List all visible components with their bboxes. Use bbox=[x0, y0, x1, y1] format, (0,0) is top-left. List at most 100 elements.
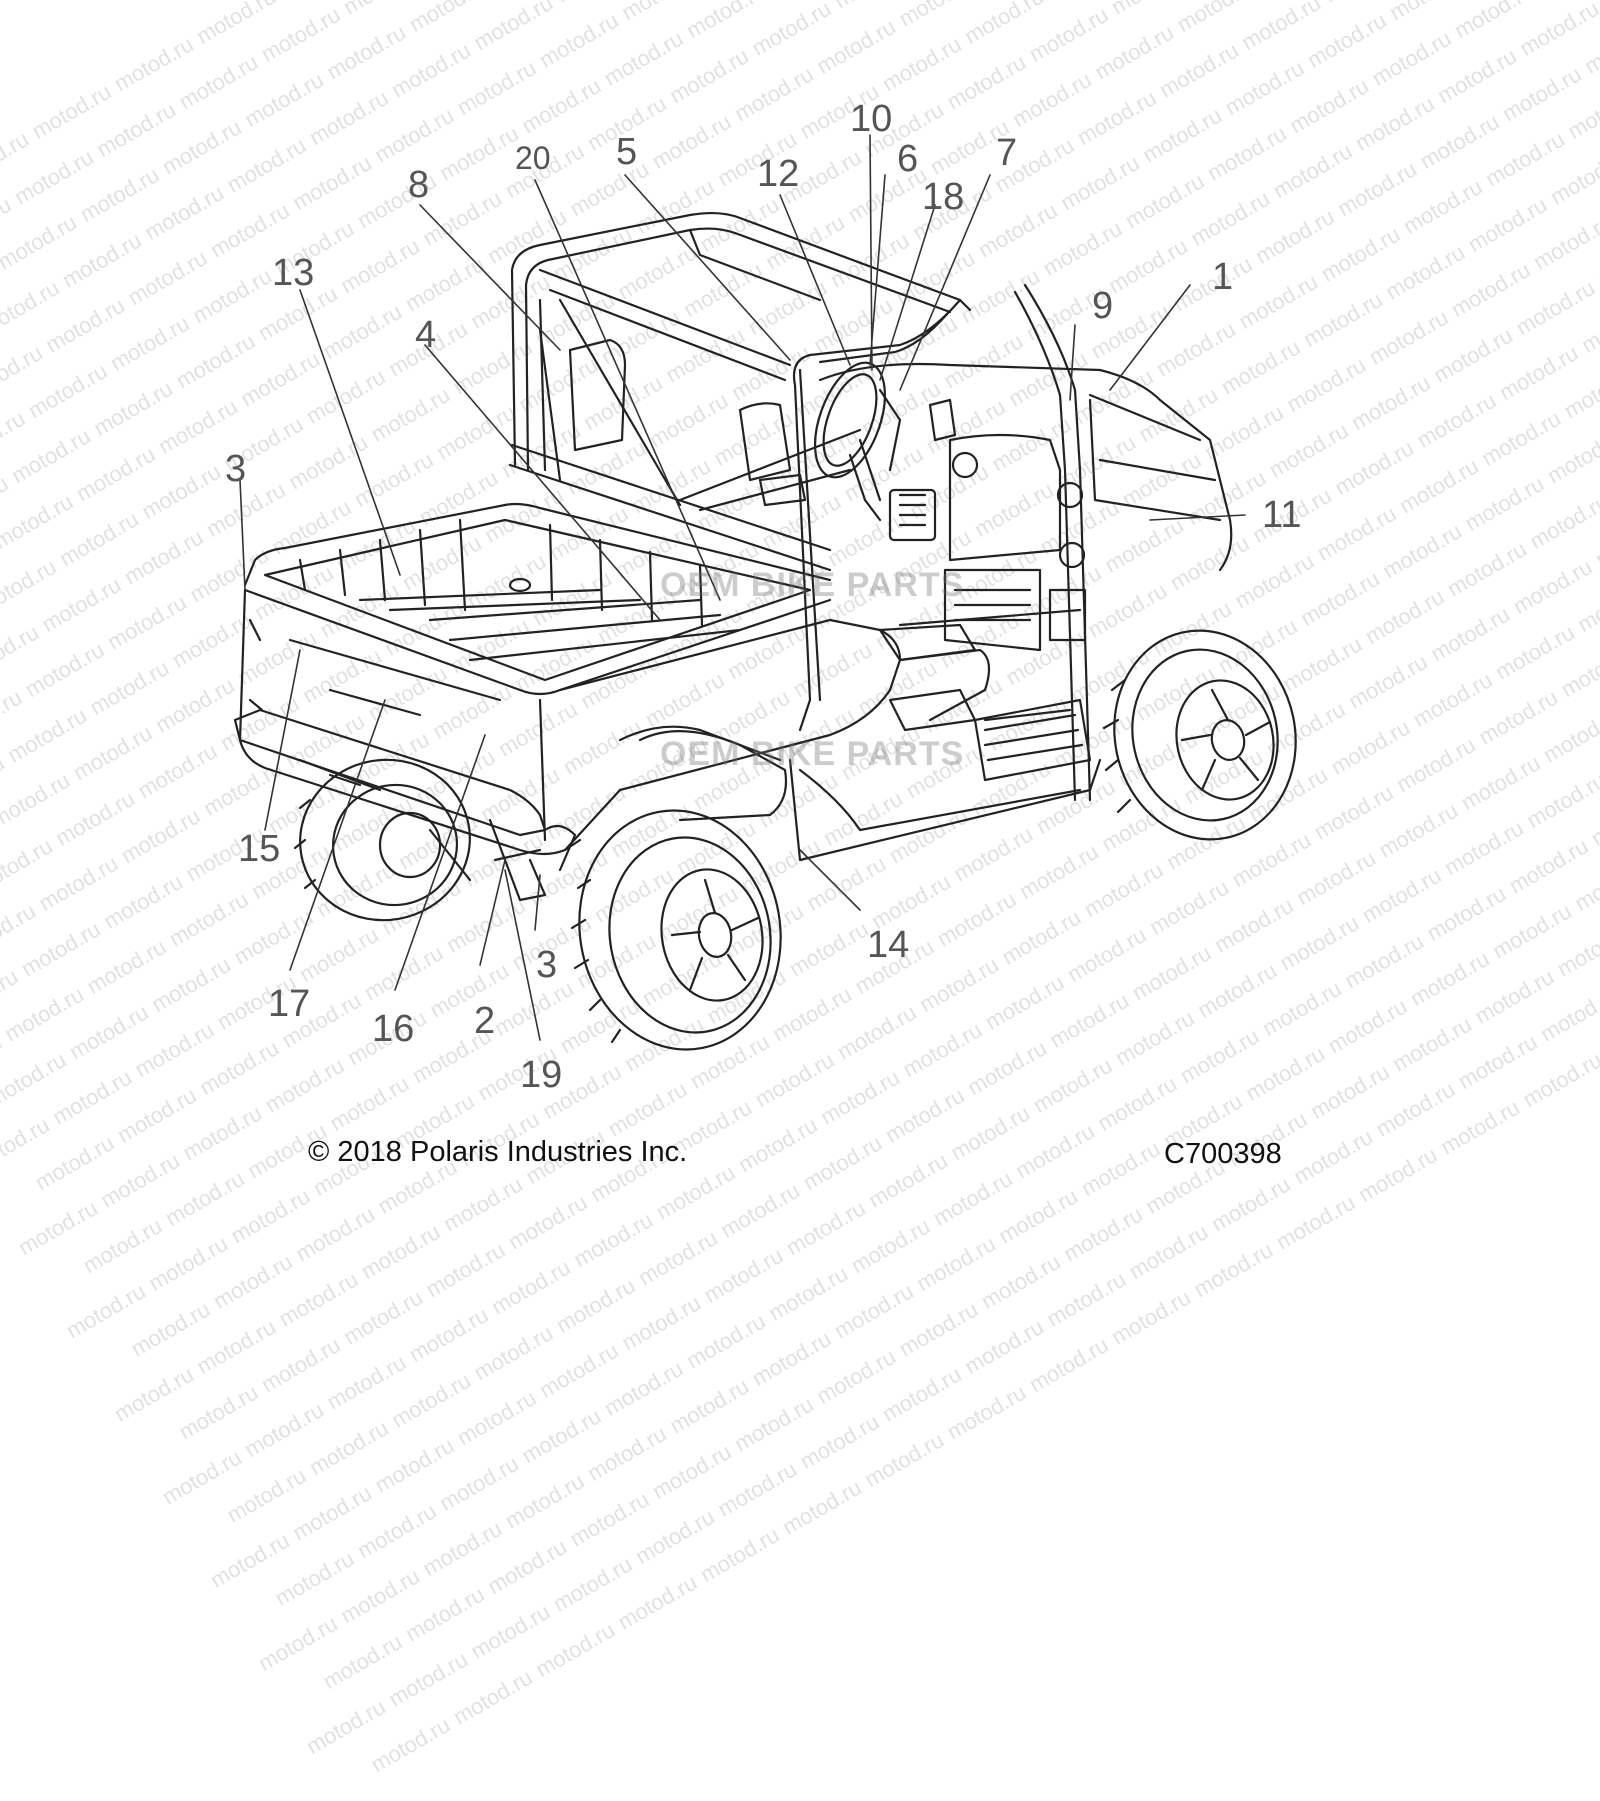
watermark-text: motod.ru bbox=[339, 1284, 427, 1350]
watermark-text: motod.ru bbox=[517, 1403, 606, 1469]
watermark-text: motod.ru bbox=[500, 1468, 589, 1534]
watermark-text: motod.ru bbox=[126, 1296, 215, 1362]
watermark-text: motod.ru bbox=[291, 1201, 379, 1267]
watermark-text: motod.ru bbox=[781, 1195, 870, 1261]
watermark-text: motod.ru bbox=[1059, 1201, 1147, 1267]
watermark-text: motod.ru bbox=[1189, 1237, 1278, 1303]
callout-15: 15 bbox=[238, 828, 281, 870]
callout-17: 17 bbox=[268, 983, 311, 1025]
watermark-text: motod.ru bbox=[144, 1230, 232, 1296]
callout-7: 7 bbox=[996, 132, 1018, 174]
watermark-text: motod.ru bbox=[318, 1628, 407, 1694]
callout-4: 4 bbox=[415, 314, 437, 356]
watermark-text: motod.ru bbox=[404, 1302, 493, 1368]
callout-14: 14 bbox=[867, 924, 910, 966]
rear-right-wheel bbox=[570, 809, 782, 1051]
watermark-text: motod.ru bbox=[565, 1486, 654, 1552]
watermark-text: motod.ru bbox=[665, 1373, 754, 1439]
callout-9: 9 bbox=[1092, 285, 1114, 327]
watermark-text: motod.ru bbox=[356, 1218, 445, 1284]
copyright-notice: © 2018 Polaris Industries Inc. bbox=[308, 1136, 688, 1168]
watermark-text: motod.ru bbox=[617, 1290, 706, 1356]
leader-lines bbox=[239, 134, 1246, 1041]
watermark-text: motod.ru bbox=[747, 1325, 836, 1391]
watermark-text: motod.ru bbox=[240, 1397, 328, 1463]
callout-12: 12 bbox=[757, 153, 800, 195]
watermark-text: motod.ru bbox=[778, 1474, 866, 1540]
figure-code: C700398 bbox=[1164, 1138, 1282, 1170]
watermark-text: motod.ru bbox=[942, 1379, 1031, 1445]
watermark-text: motod.ru bbox=[174, 1379, 263, 1445]
watermark-text: motod.ru bbox=[366, 1712, 455, 1778]
watermark-text: motod.ru bbox=[301, 1693, 390, 1760]
watermark-text: motod.ru bbox=[531, 1617, 619, 1683]
watermark-text: motod.ru bbox=[288, 1480, 376, 1546]
front-wheel bbox=[1102, 629, 1297, 841]
watermark-text: motod.ru bbox=[387, 1367, 475, 1433]
watermark-text: motod.ru bbox=[469, 1320, 558, 1386]
seats bbox=[568, 338, 807, 507]
watermark-text: motod.ru bbox=[205, 1527, 294, 1593]
watermark-text: motod.ru bbox=[894, 1296, 983, 1362]
watermark-text: motod.ru bbox=[860, 1427, 949, 1493]
watermark-text: motod.ru bbox=[634, 1225, 722, 1291]
watermark-text: motod.ru bbox=[466, 1598, 555, 1665]
callout-3-lower: 3 bbox=[536, 944, 558, 986]
callout-20: 20 bbox=[515, 140, 551, 176]
floor-panel bbox=[878, 623, 1072, 732]
watermark-text: motod.ru bbox=[270, 1545, 359, 1611]
utv-line-drawing bbox=[233, 134, 1297, 1051]
watermark-text: motod.ru bbox=[483, 1533, 571, 1599]
callout-18: 18 bbox=[922, 176, 965, 218]
watermark-text: motod.ru bbox=[846, 1213, 935, 1279]
watermark-text: motod.ru bbox=[452, 1385, 541, 1451]
watermark-text: motod.ru bbox=[713, 1456, 802, 1522]
watermark-text: motod.ru bbox=[322, 1349, 411, 1415]
watermark-text: motod.ru bbox=[1124, 1218, 1213, 1285]
watermark-text: motod.ru bbox=[535, 1337, 623, 1403]
watermark-text: motod.ru bbox=[208, 1248, 297, 1314]
watermark-text: motod.ru bbox=[352, 1498, 441, 1564]
watermark-text: motod.ru bbox=[699, 1242, 788, 1308]
watermark-text: motod.ru bbox=[222, 1462, 311, 1528]
callout-19: 19 bbox=[520, 1054, 563, 1096]
watermark-text: motod.ru bbox=[336, 1563, 424, 1629]
callout-5: 5 bbox=[616, 131, 638, 173]
steering-wheel bbox=[814, 361, 886, 522]
watermark-text: motod.ru bbox=[631, 1503, 719, 1570]
watermark-text: motod.ru bbox=[599, 1355, 688, 1421]
callout-6: 6 bbox=[897, 138, 919, 180]
callout-3: 3 bbox=[225, 448, 247, 490]
watermark-text: motod.ru bbox=[647, 1438, 736, 1504]
watermark-text: motod.ru bbox=[61, 1278, 150, 1344]
watermark-text: motod.ru bbox=[13, 1195, 102, 1261]
watermark-text: motod.ru bbox=[418, 1515, 507, 1581]
watermark-text: motod.ru bbox=[812, 1343, 901, 1409]
watermark-text: motod.ru bbox=[764, 1260, 853, 1326]
watermark-text: motod.ru bbox=[569, 1207, 658, 1273]
watermark-text: motod.ru bbox=[877, 1361, 966, 1427]
watermark-text: motod.ru bbox=[583, 1420, 671, 1486]
watermark-text: motod.ru bbox=[960, 1313, 1048, 1380]
callout-10: 10 bbox=[850, 98, 893, 140]
watermark-text: motod.ru bbox=[795, 1408, 884, 1475]
watermark-text: motod.ru bbox=[253, 1610, 342, 1676]
watermark-text: motod.ru bbox=[912, 1230, 1000, 1296]
watermark-text: motod.ru bbox=[730, 1391, 818, 1457]
watermark-text: motod.ru bbox=[829, 1278, 918, 1344]
watermark-text: motod.ru bbox=[78, 1213, 167, 1279]
watermark-text: motod.ru bbox=[548, 1551, 637, 1617]
callout-11: 11 bbox=[1262, 494, 1302, 536]
watermark-text: motod.ru bbox=[192, 1313, 280, 1379]
watermark-text: motod.ru bbox=[157, 1444, 246, 1510]
side-body bbox=[558, 608, 1102, 862]
watermark-text: motod.ru bbox=[256, 1331, 345, 1398]
watermark-text: motod.ru bbox=[487, 1254, 575, 1320]
roll-cage bbox=[508, 211, 1092, 802]
callout-1: 1 bbox=[1212, 256, 1234, 298]
cargo-bed bbox=[238, 502, 832, 856]
watermark-text: motod.ru bbox=[421, 1236, 510, 1303]
watermark-text: motod.ru bbox=[682, 1308, 770, 1374]
watermark-text: motod.ru bbox=[304, 1415, 393, 1481]
